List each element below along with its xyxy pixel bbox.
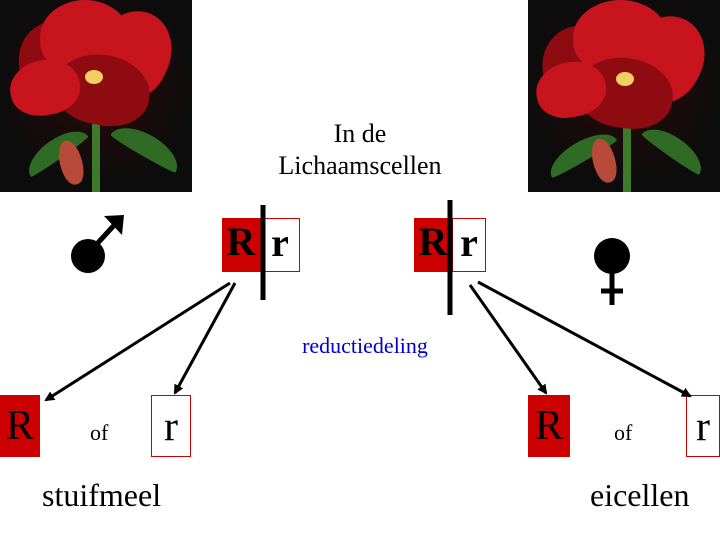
flower-image-right	[528, 0, 720, 192]
arrow-female-to-R	[468, 284, 548, 395]
female-genotype-recessive-allele: r	[452, 218, 486, 272]
arrow-female-to-r	[477, 280, 692, 398]
male-genotype-recessive-allele: r	[260, 218, 300, 272]
male-gamete-recessive: r	[151, 395, 191, 457]
female-gamete-dominant: R	[528, 395, 570, 457]
title-line-2: Lichaamscellen	[278, 151, 442, 180]
flower-image-left	[0, 0, 192, 192]
arrow-male-to-r	[173, 282, 237, 395]
female-genotype-dominant-allele: R	[414, 218, 452, 272]
eicellen-label: eicellen	[590, 477, 690, 513]
title-line-1: In de	[333, 119, 387, 148]
male-symbol-icon	[71, 215, 124, 273]
male-genotype-dominant-allele: R	[222, 218, 260, 272]
reductiedeling-label: reductiedeling	[302, 333, 428, 358]
arrow-male-to-R	[44, 281, 231, 402]
female-symbol-icon	[594, 238, 630, 305]
female-of-connector: of	[614, 420, 633, 445]
title-in-de-lichaamscellen: In de Lichaamscellen	[235, 118, 485, 182]
male-of-connector: of	[90, 420, 109, 445]
stuifmeel-label: stuifmeel	[42, 477, 162, 513]
male-gamete-dominant: R	[0, 395, 40, 457]
